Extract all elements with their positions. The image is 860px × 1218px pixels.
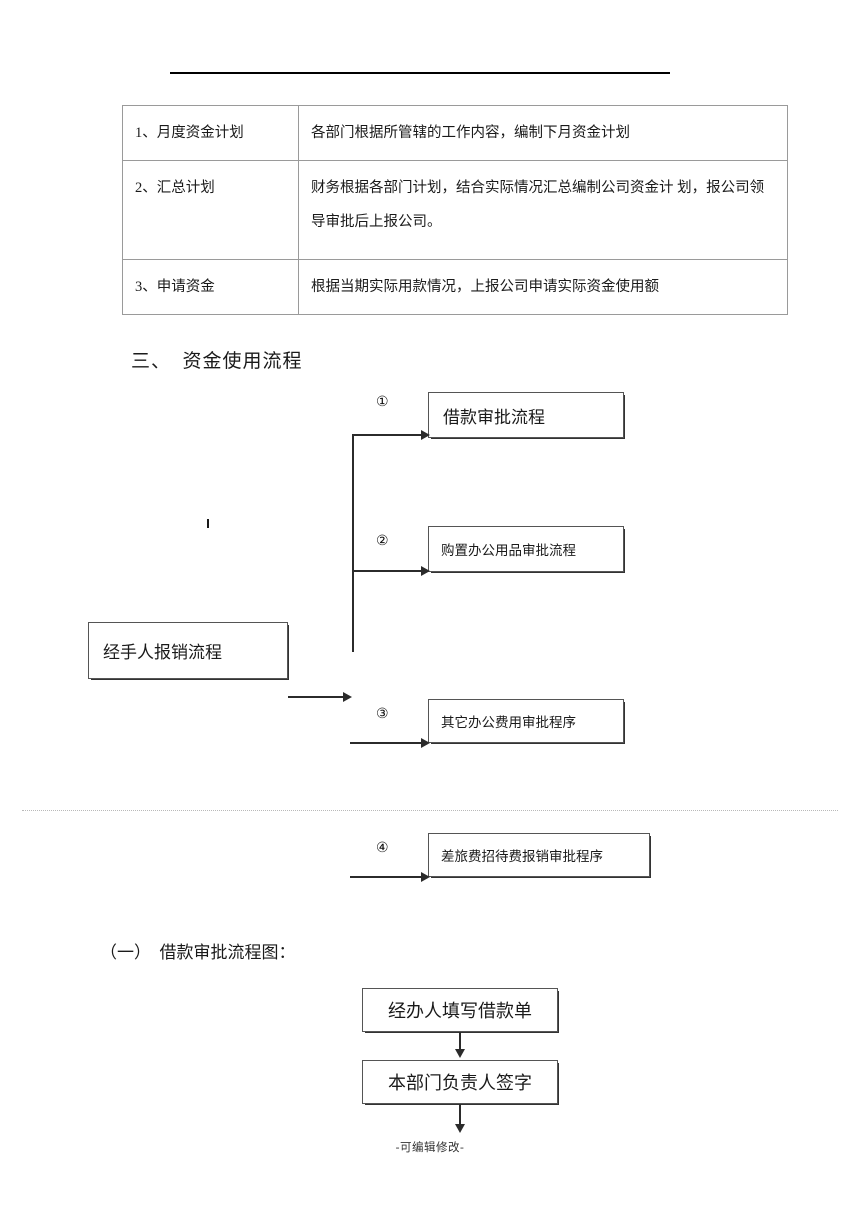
connector-loan-step-1-to-2 [459,1032,461,1051]
branch-marker-4: ④ [376,841,389,856]
table-cell-label: 1、月度资金计划 [122,104,299,162]
connector-branch-2 [352,570,424,572]
flow-box-branch-3-label: 其它办公费用审批程序 [441,715,576,730]
connector-loan-step-2-outgoing [459,1104,461,1126]
subsection-heading: （一） 借款审批流程图： [100,943,296,962]
arrow-head-branch-2-icon [421,566,430,576]
flow-box-source: 经手人报销流程 [88,622,288,679]
table-cell-description: 根据当期实际用款情况，上报公司申请实际资金使用额 [298,259,788,316]
loan-step-box-1: 经办人填写借款单 [362,988,558,1032]
connector-branch-4 [350,876,424,878]
table-cell-description: 各部门根据所管辖的工作内容，编制下月资金计划 [298,104,788,162]
table-cell-label: 2、汇总计划 [122,160,299,261]
loan-step-box-2-label: 本部门负责人签字 [388,1073,532,1093]
arrow-head-branch-4-icon [421,872,430,882]
connector-branch-1 [352,434,424,436]
flow-box-branch-1-label: 借款审批流程 [443,407,545,427]
flow-box-branch-4-label: 差旅费招待费报销审批程序 [441,849,603,864]
table-cell-description: 财务根据各部门计划，结合实际情况汇总编制公司资金计 划，报公司领导审批后上报公司… [298,160,788,261]
arrow-head-loan-step-2-icon [455,1124,465,1133]
page-break-divider [22,810,838,811]
branch-marker-1: ① [376,395,389,410]
table-row: 3、申请资金 根据当期实际用款情况，上报公司申请实际资金使用额 [122,259,788,316]
loan-step-box-1-label: 经办人填写借款单 [388,1001,532,1021]
connector-branch-3 [350,742,424,744]
funding-plan-table: 1、月度资金计划 各部门根据所管辖的工作内容，编制下月资金计划 2、汇总计划 财… [122,104,788,316]
flow-box-branch-3: 其它办公费用审批程序 [428,699,624,743]
branch-marker-3: ③ [376,707,389,722]
loan-step-box-2: 本部门负责人签字 [362,1060,558,1104]
header-divider [170,72,670,74]
arrow-head-branch-1-icon [421,430,430,440]
arrow-head-branch-3-icon [421,738,430,748]
flow-box-source-label: 经手人报销流程 [103,643,222,662]
table-cell-label: 3、申请资金 [122,259,299,316]
flow-box-branch-2-label: 购置办公用品审批流程 [441,543,576,558]
flow-box-branch-2: 购置办公用品审批流程 [428,526,624,572]
flow-box-branch-4: 差旅费招待费报销审批程序 [428,833,650,877]
table-row: 2、汇总计划 财务根据各部门计划，结合实际情况汇总编制公司资金计 划，报公司领导… [122,160,788,261]
arrow-head-loan-step-1-icon [455,1049,465,1058]
table-row: 1、月度资金计划 各部门根据所管辖的工作内容，编制下月资金计划 [122,104,788,162]
connector-source-outgoing [288,696,346,698]
connector-trunk-vertical [352,434,354,652]
flow-box-branch-1: 借款审批流程 [428,392,624,438]
section-heading: 三、 资金使用流程 [131,351,303,372]
page-footer-note: -可编辑修改- [395,1142,465,1154]
ink-artifact [207,519,209,528]
arrow-head-source-outgoing-icon [343,692,352,702]
branch-marker-2: ② [376,534,389,549]
